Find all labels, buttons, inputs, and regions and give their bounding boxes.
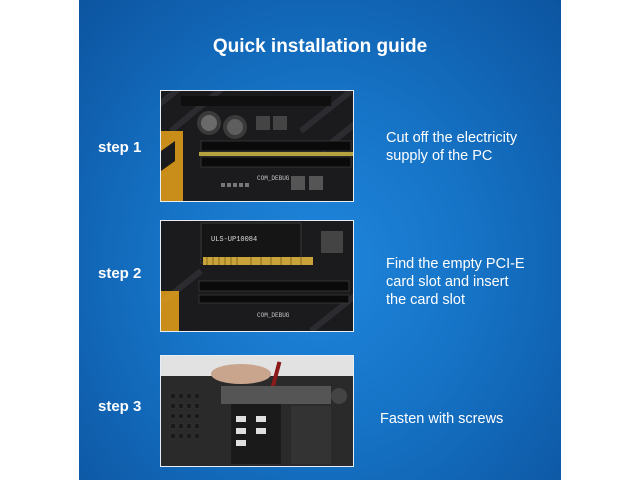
com-debug-text: COM_DEBUG [257,175,290,182]
step-2-photo: ULS-UP10084 COM_DEBUG [160,220,354,332]
step-1-photo: COM_DEBUG [160,90,354,202]
motherboard-image: COM_DEBUG [161,91,353,201]
guide-panel: Quick installation guide step 1 COM_DEBU… [79,0,561,480]
pc-case-image [161,356,353,466]
step-3-description: Fasten with screws [380,411,504,427]
guide-title: Quick installation guide [212,36,428,57]
step-3-photo [160,355,354,467]
step-1-description: Cut off the electricity supply of the PC [386,130,518,164]
step-3-label: step 3 [98,398,142,415]
step-2-label: step 2 [98,265,142,282]
card-label-text: ULS-UP10084 [211,236,257,244]
step-1-label: step 1 [98,139,142,156]
com-debug-text: COM_DEBUG [257,312,290,319]
pcie-card-image: ULS-UP10084 COM_DEBUG [161,221,353,331]
step-2-description: Find the empty PCI-E card slot and inser… [386,256,525,308]
